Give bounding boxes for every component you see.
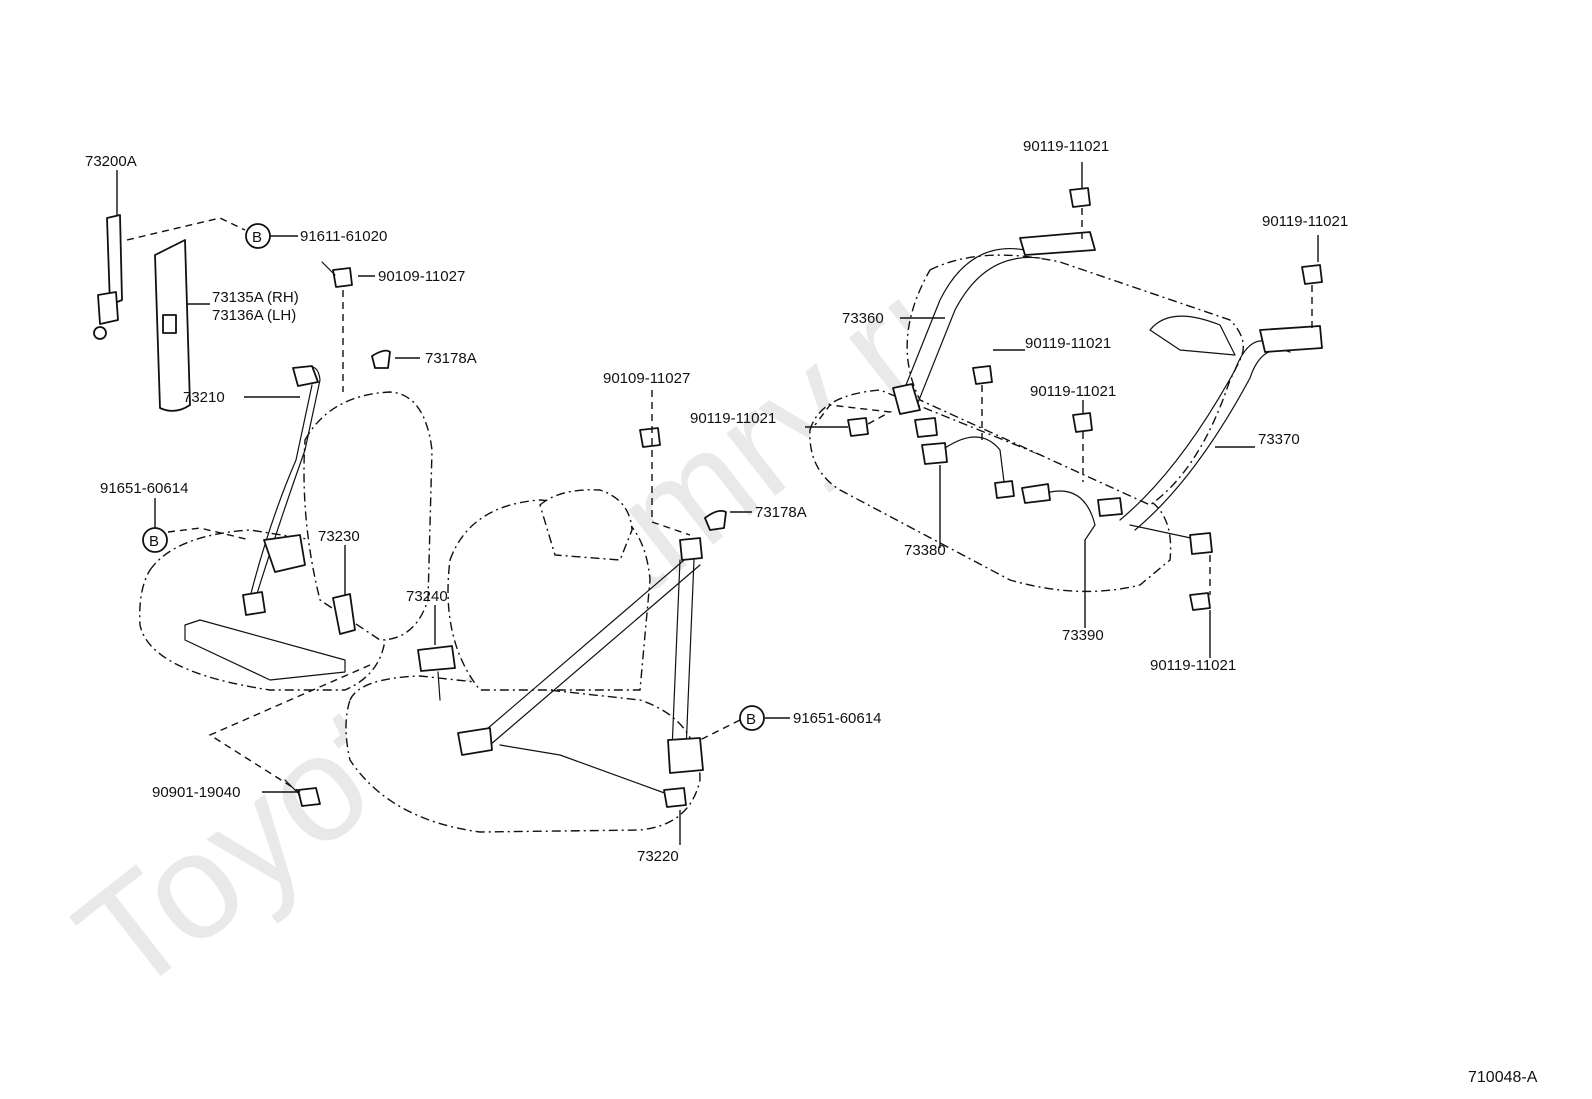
front-belt-73210 xyxy=(242,365,321,616)
rear-buckle-73390 xyxy=(1021,483,1123,541)
callout-73178A-mid: 73178A xyxy=(755,504,807,521)
callout-73230: 73230 xyxy=(318,528,360,545)
b-marker-top: B xyxy=(245,223,271,249)
rear-belt-73370 xyxy=(1119,325,1323,555)
callout-90119-11021-c2: 90119-11021 xyxy=(1030,383,1116,400)
svg-text:B: B xyxy=(746,711,756,728)
callout-90901-19040: 90901-19040 xyxy=(152,784,240,801)
b-marker-mid: B xyxy=(739,705,765,731)
callout-90119-11021-right: 90119-11021 xyxy=(1262,213,1348,230)
buckle-73240 xyxy=(417,645,456,701)
callout-73240: 73240 xyxy=(406,588,448,605)
callout-90119-11021-bottom: 90119-11021 xyxy=(1150,657,1236,674)
rear-bolts-90119-11021 xyxy=(847,187,1323,611)
bolt-90901-19040 xyxy=(284,779,321,807)
callout-73360: 73360 xyxy=(842,310,884,327)
pillar-garnish-73135A xyxy=(154,239,191,412)
leader-lines xyxy=(116,162,1319,845)
bolt-90109-11027-mid xyxy=(639,427,661,448)
bolt-90109-11027-top xyxy=(321,261,353,288)
callout-90119-11021-left: 90119-11021 xyxy=(690,410,776,427)
callout-91651-60614-left: 91651-60614 xyxy=(100,480,188,497)
callout-73220: 73220 xyxy=(637,848,679,865)
callout-73210: 73210 xyxy=(183,389,225,406)
callout-91611-61020: 91611-61020 xyxy=(300,228,387,245)
callout-90109-11027-mid: 90109-11027 xyxy=(603,370,690,387)
callout-73135A-rh: 73135A (RH) xyxy=(212,289,299,306)
rear-seat-drawing xyxy=(809,254,1244,593)
svg-text:B: B xyxy=(252,229,262,246)
buckle-73230 xyxy=(332,593,356,635)
callout-91651-60614-mid: 91651-60614 xyxy=(793,710,881,727)
rear-buckle-73380 xyxy=(921,436,1015,499)
callout-90119-11021-c1: 90119-11021 xyxy=(1025,335,1111,352)
callout-73136A-lh: 73136A (LH) xyxy=(212,307,296,324)
callout-73380: 73380 xyxy=(904,542,946,559)
callout-73370: 73370 xyxy=(1258,431,1300,448)
rear-belt-73360 xyxy=(892,231,1096,438)
b-marker-left: B xyxy=(142,527,168,553)
clip-73178A-mid xyxy=(704,509,727,531)
clip-73178A-left xyxy=(371,349,391,369)
anchor-bracket-73200A xyxy=(93,214,123,340)
callout-73200A: 73200A xyxy=(85,153,137,170)
front-belt-73220 xyxy=(457,537,704,808)
callout-90119-11021-top: 90119-11021 xyxy=(1023,138,1109,155)
callout-73178A-left: 73178A xyxy=(425,350,477,367)
svg-text:B: B xyxy=(149,533,159,550)
front-seat-center-drawing xyxy=(345,489,701,833)
callout-90109-11027-top: 90109-11027 xyxy=(378,268,465,285)
reference-code: 710048-A xyxy=(1468,1069,1538,1086)
callout-73390: 73390 xyxy=(1062,627,1104,644)
